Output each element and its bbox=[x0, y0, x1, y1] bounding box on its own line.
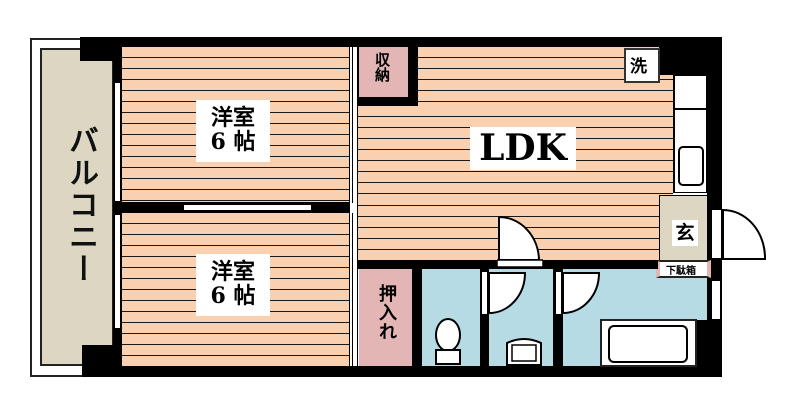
kitchen-counter-divider bbox=[673, 108, 707, 110]
washer-space bbox=[624, 48, 660, 83]
balcony bbox=[40, 48, 114, 366]
sliding-door-bedroom-1[interactable] bbox=[352, 47, 355, 203]
bedroom-1-label: 洋室 6 帖 bbox=[196, 100, 270, 162]
balcony-window-1[interactable] bbox=[114, 82, 121, 202]
wall-top bbox=[113, 37, 722, 47]
wall-toilet-right bbox=[480, 260, 489, 376]
entrance-door-jamb bbox=[711, 209, 722, 259]
shoe-box bbox=[656, 260, 711, 278]
entrance-label: 玄 bbox=[672, 220, 698, 246]
wall-corner-bottom-left bbox=[82, 345, 118, 377]
bathroom-door[interactable] bbox=[563, 272, 603, 316]
closet-label: 押入れ bbox=[376, 284, 397, 341]
toilet-icon bbox=[435, 318, 461, 365]
bedroom-2-type: 洋室 bbox=[210, 259, 255, 285]
ldk-label: LDK bbox=[470, 127, 576, 170]
washbasin-icon bbox=[506, 338, 542, 366]
toilet-door[interactable] bbox=[489, 272, 529, 316]
entrance-door[interactable] bbox=[722, 209, 767, 261]
balcony-window-2[interactable] bbox=[114, 214, 121, 329]
bedroom-2-size: 6 帖 bbox=[210, 283, 256, 310]
storage-label: 収納 bbox=[373, 52, 391, 82]
bath-door-jamb bbox=[555, 271, 562, 315]
toilet-door-jamb bbox=[481, 271, 488, 315]
closet bbox=[359, 269, 412, 366]
storage bbox=[359, 47, 408, 97]
shoe-box-label: 下駄箱 bbox=[666, 266, 696, 277]
ldk-lower bbox=[358, 195, 659, 260]
wall-washroom-right bbox=[553, 260, 563, 376]
bathtub-basin bbox=[608, 325, 688, 363]
sliding-door-bedroom-2[interactable] bbox=[352, 213, 355, 366]
washer-wall bbox=[659, 47, 707, 75]
bathroom-window[interactable] bbox=[711, 280, 721, 320]
bedroom-1-size: 6 帖 bbox=[210, 129, 256, 156]
bedroom-divider-window[interactable] bbox=[183, 204, 312, 211]
kitchen-sink-icon bbox=[678, 146, 704, 186]
wall-bath-corner bbox=[697, 320, 711, 367]
balcony-label: バルコニー bbox=[63, 125, 98, 285]
bedroom-2-label: 洋室 6 帖 bbox=[196, 254, 270, 316]
washer-label: 洗 bbox=[630, 57, 647, 77]
wall-closet-right bbox=[412, 260, 422, 376]
ldk-door[interactable] bbox=[497, 215, 543, 267]
partition-vertical bbox=[349, 47, 358, 366]
bedroom-1-type: 洋室 bbox=[210, 105, 255, 131]
